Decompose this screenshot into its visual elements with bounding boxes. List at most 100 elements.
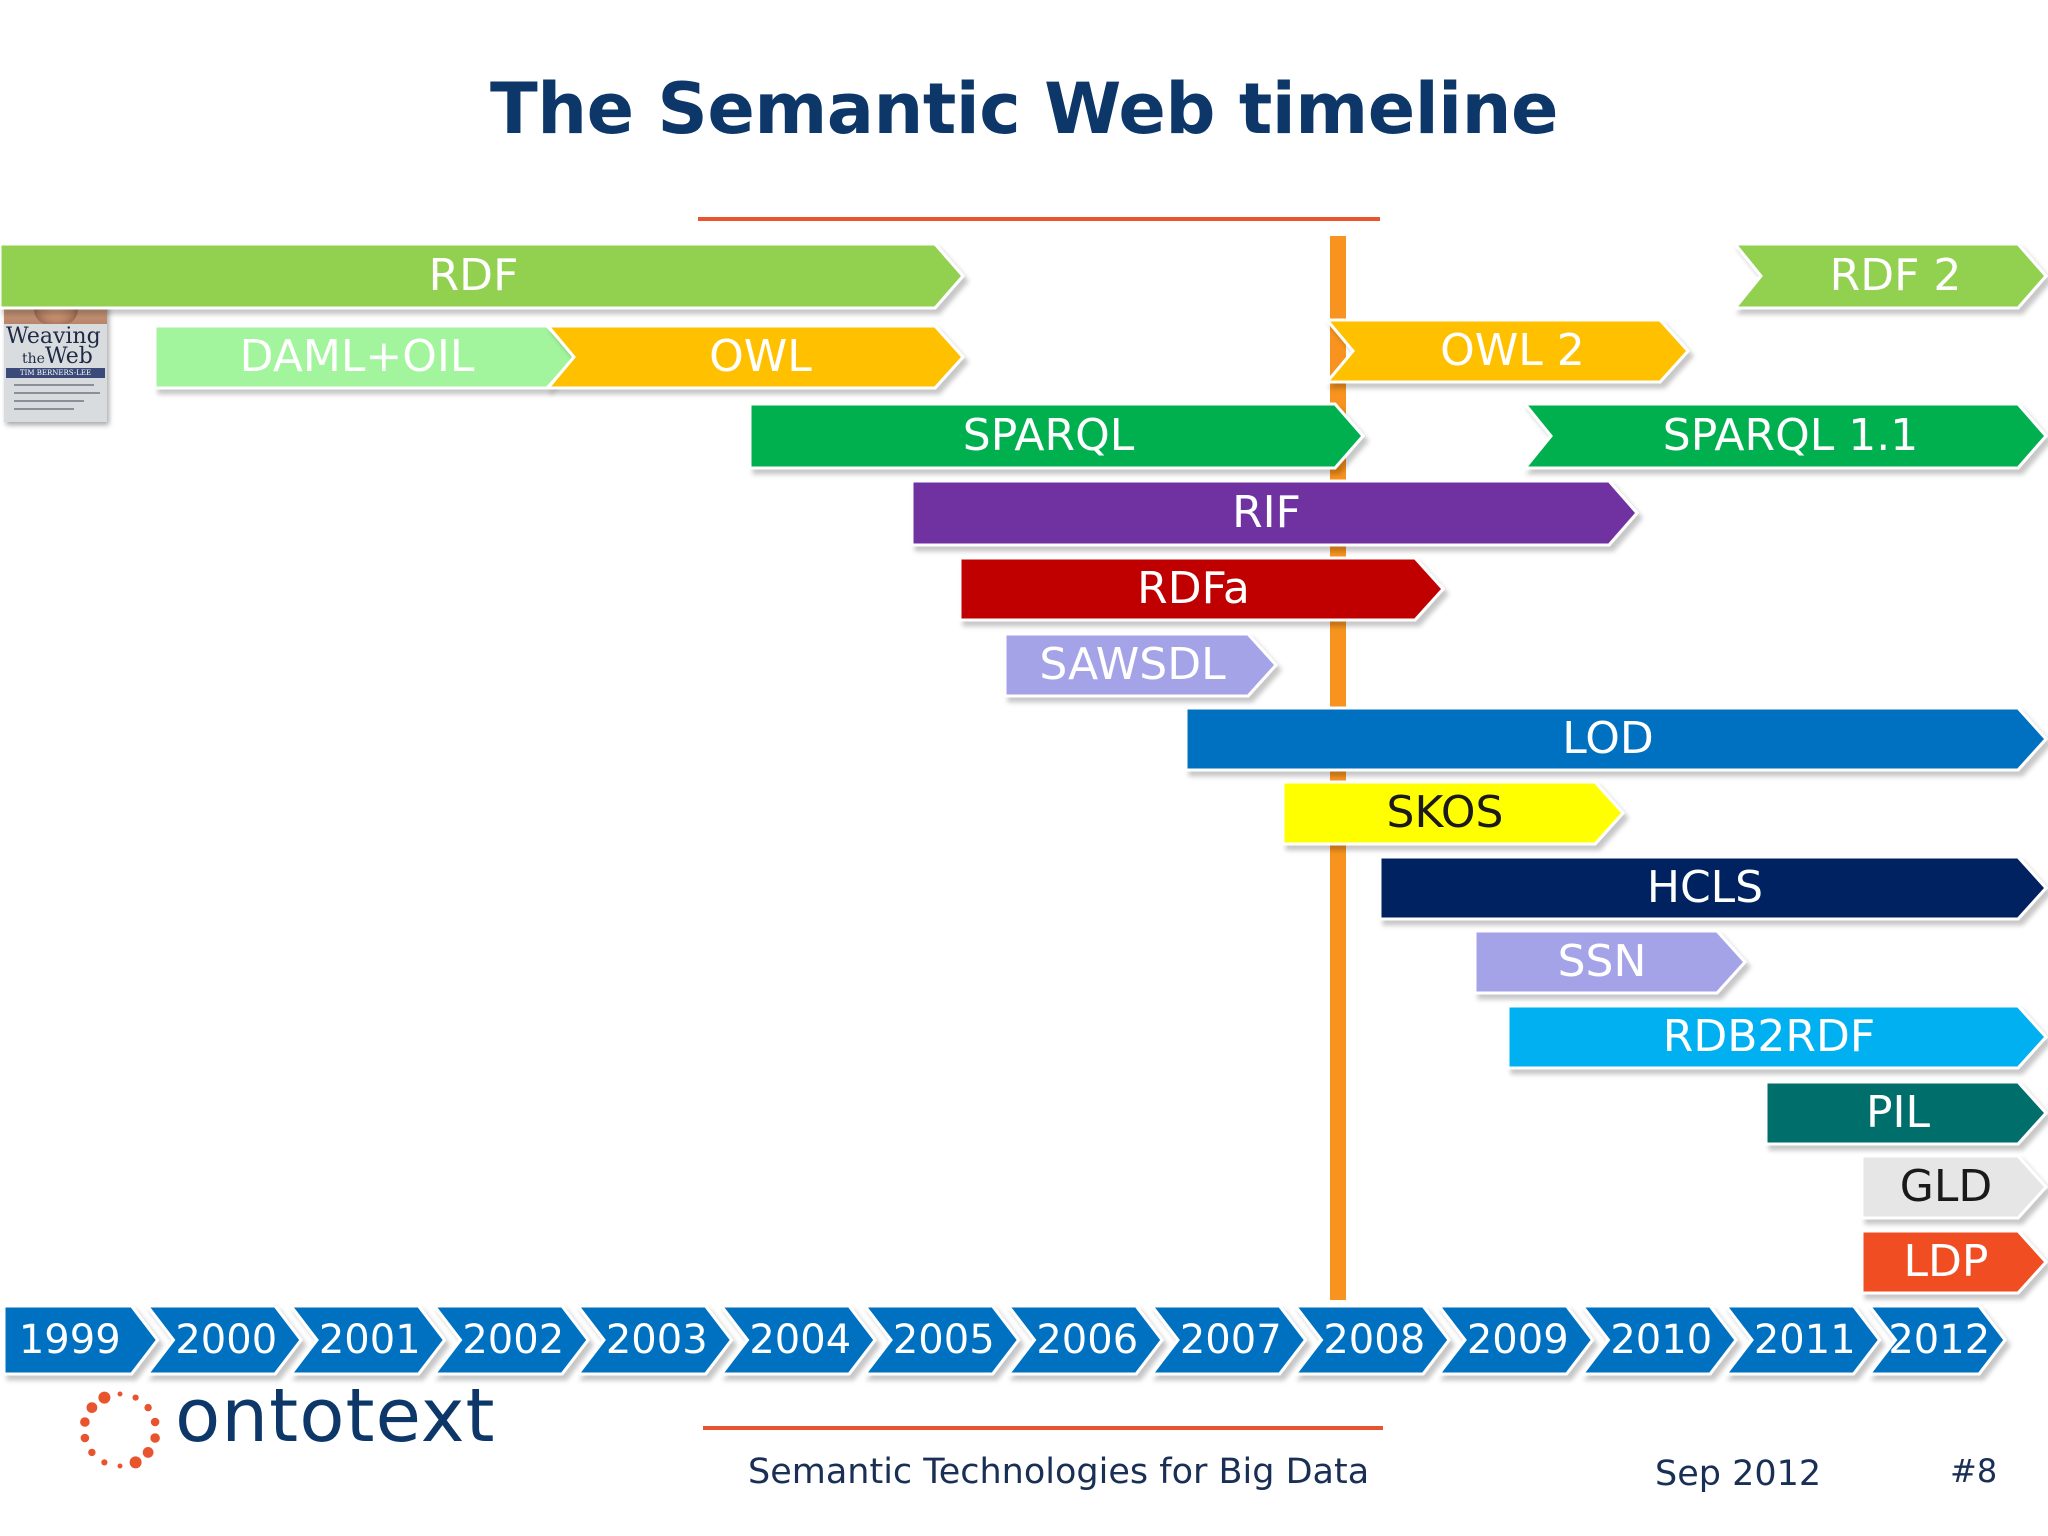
bar-ssn-label: SSN bbox=[1558, 936, 1647, 987]
year-2002-chevron bbox=[431, 1304, 590, 1376]
bar-rdb2rdf-label: RDB2RDF bbox=[1663, 1011, 1875, 1062]
year-2007-chevron bbox=[1148, 1304, 1308, 1376]
bar-hcls: HCLS bbox=[1378, 855, 2048, 921]
year-2010-chevron bbox=[1579, 1304, 1738, 1376]
logo-dot bbox=[101, 1459, 108, 1466]
bar-owl-2-label: OWL 2 bbox=[1440, 325, 1585, 376]
year-1999: 1999 bbox=[2, 1304, 160, 1376]
bar-lod: LOD bbox=[1184, 706, 2048, 772]
year-2001-chevron bbox=[287, 1304, 447, 1376]
year-2008-label: 2008 bbox=[1323, 1317, 1425, 1363]
bar-owl-2: OWL 2 bbox=[1323, 318, 1691, 384]
logo-dot bbox=[150, 1417, 160, 1427]
bar-rdfa-shape bbox=[958, 556, 1446, 622]
year-2010-label: 2010 bbox=[1610, 1317, 1712, 1363]
year-2003-chevron bbox=[574, 1304, 734, 1376]
top-divider bbox=[698, 217, 1380, 221]
footer-date: Sep 2012 bbox=[1655, 1454, 1822, 1494]
year-2009: 2009 bbox=[1435, 1304, 1595, 1376]
book-text-line bbox=[14, 384, 94, 386]
book-text-line bbox=[14, 408, 74, 410]
bar-daml-oil-label: DAML+OIL bbox=[240, 331, 475, 382]
bar-rdf: RDF bbox=[0, 242, 965, 310]
logo-dot bbox=[88, 1448, 96, 1457]
year-2006: 2006 bbox=[1005, 1304, 1164, 1376]
year-2009-label: 2009 bbox=[1467, 1317, 1569, 1363]
year-2004: 2004 bbox=[718, 1304, 877, 1376]
year-2012-label: 2012 bbox=[1888, 1317, 1990, 1363]
bar-owl-label: OWL bbox=[709, 331, 812, 382]
bar-sparql-1-1-shape bbox=[1521, 402, 2048, 470]
bar-ssn-shape bbox=[1473, 929, 1748, 995]
year-2012: 2012 bbox=[1866, 1304, 2007, 1376]
logo-dot bbox=[132, 1394, 139, 1401]
bar-hcls-label: HCLS bbox=[1647, 862, 1763, 913]
bar-gld: GLD bbox=[1860, 1154, 2048, 1220]
book-text-line bbox=[14, 392, 100, 394]
year-2010: 2010 bbox=[1579, 1304, 1738, 1376]
book-text-line bbox=[14, 400, 84, 402]
logo-dot bbox=[117, 1391, 123, 1397]
year-2004-label: 2004 bbox=[749, 1317, 851, 1363]
page-title: The Semantic Web timeline bbox=[490, 68, 1559, 150]
logo-dot bbox=[150, 1433, 160, 1443]
year-2001: 2001 bbox=[287, 1304, 447, 1376]
bar-sparql-1-1-label: SPARQL 1.1 bbox=[1663, 410, 1918, 461]
bar-owl-2-shape bbox=[1323, 318, 1691, 384]
bar-pil-shape bbox=[1764, 1080, 2048, 1146]
year-2005: 2005 bbox=[861, 1304, 1021, 1376]
logo-dot bbox=[80, 1433, 90, 1443]
bar-hcls-shape bbox=[1378, 855, 2048, 921]
year-2006-label: 2006 bbox=[1036, 1317, 1138, 1363]
book-title-line2: theWeb bbox=[22, 344, 106, 369]
bottom-divider bbox=[703, 1426, 1383, 1430]
bar-daml-oil: DAML+OIL bbox=[153, 324, 578, 390]
bar-rdfa: RDFa bbox=[958, 556, 1446, 622]
year-2003: 2003 bbox=[574, 1304, 734, 1376]
bar-skos-shape bbox=[1281, 780, 1626, 846]
year-2009-chevron bbox=[1435, 1304, 1595, 1376]
bar-pil-label: PIL bbox=[1866, 1087, 1931, 1138]
logo-dots-icon bbox=[80, 1391, 160, 1469]
year-2011-label: 2011 bbox=[1754, 1317, 1856, 1363]
bar-rdfa-label: RDFa bbox=[1137, 563, 1250, 614]
footer-title: Semantic Technologies for Big Data bbox=[748, 1452, 1370, 1492]
bar-rdf-shape bbox=[0, 242, 965, 310]
logo-dot bbox=[80, 1417, 90, 1427]
year-2001-label: 2001 bbox=[319, 1317, 421, 1363]
logo-dot bbox=[142, 1447, 154, 1458]
logo-dot bbox=[129, 1456, 142, 1469]
bar-rif-shape bbox=[910, 479, 1639, 547]
year-2004-chevron bbox=[718, 1304, 877, 1376]
bar-sparql-1-1: SPARQL 1.1 bbox=[1521, 402, 2048, 470]
logo-dot bbox=[117, 1463, 123, 1469]
bar-skos: SKOS bbox=[1281, 780, 1626, 846]
year-2007-label: 2007 bbox=[1180, 1317, 1282, 1363]
book-title-line1: Weaving bbox=[6, 324, 101, 349]
bar-rdf-label: RDF bbox=[429, 250, 519, 301]
logo-dot bbox=[144, 1403, 152, 1412]
year-1999-label: 1999 bbox=[19, 1317, 121, 1363]
year-2011-chevron bbox=[1722, 1304, 1882, 1376]
year-1999-chevron bbox=[2, 1304, 160, 1376]
logo-dot bbox=[98, 1391, 111, 1404]
bar-pil: PIL bbox=[1764, 1080, 2048, 1146]
bar-ldp: LDP bbox=[1860, 1229, 2048, 1295]
year-2012-chevron bbox=[1866, 1304, 2007, 1376]
ontotext-logo: ontotext bbox=[75, 1373, 495, 1475]
page-number: #8 bbox=[1950, 1452, 1998, 1490]
bar-rif: RIF bbox=[910, 479, 1639, 547]
bar-skos-label: SKOS bbox=[1387, 787, 1504, 838]
bar-sparql-label: SPARQL bbox=[963, 410, 1135, 461]
year-2008: 2008 bbox=[1292, 1304, 1451, 1376]
bar-sawsdl-shape bbox=[1003, 632, 1279, 698]
bar-sparql: SPARQL bbox=[748, 402, 1365, 470]
book-author: TIM BERNERS-LEE bbox=[6, 368, 105, 378]
bar-sawsdl-label: SAWSDL bbox=[1039, 639, 1226, 690]
bar-gld-shape bbox=[1860, 1154, 2048, 1220]
bar-rif-label: RIF bbox=[1232, 487, 1301, 538]
year-2007: 2007 bbox=[1148, 1304, 1308, 1376]
bar-ldp-label: LDP bbox=[1904, 1236, 1989, 1287]
